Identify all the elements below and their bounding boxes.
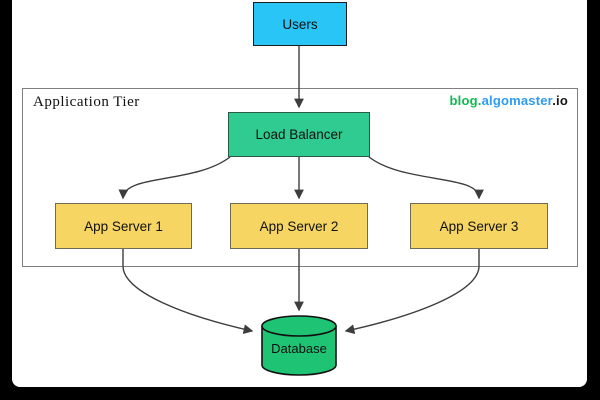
node-app-server-1-label: App Server 1	[84, 218, 163, 234]
arrow-app-server-3-to-database	[344, 249, 480, 335]
database-cylinder	[261, 315, 337, 376]
arrow-app-server-1-to-database	[122, 249, 254, 334]
node-database-label: Database	[271, 341, 327, 356]
arrow-load-balancer-to-app-server-3	[368, 156, 484, 200]
watermark: blog.algomaster.io	[418, 93, 568, 108]
node-app-server-1: App Server 1	[55, 203, 192, 249]
watermark-blog: blog.	[449, 93, 482, 108]
node-load-balancer-label: Load Balancer	[255, 127, 343, 142]
node-users: Users	[253, 2, 347, 46]
watermark-io: .io	[552, 93, 568, 108]
database-cylinder-top	[261, 315, 337, 337]
arrow-load-balancer-to-app-server-1	[118, 156, 231, 200]
database-cylinder-body	[261, 326, 337, 376]
node-users-label: Users	[282, 16, 318, 32]
node-app-server-2-label: App Server 2	[259, 218, 339, 234]
node-app-server-2: App Server 2	[230, 203, 368, 249]
application-tier-container	[22, 88, 578, 267]
application-tier-label: Application Tier	[33, 94, 140, 110]
node-app-server-3: App Server 3	[410, 203, 548, 249]
watermark-algomaster: algomaster	[481, 93, 553, 108]
node-app-server-3-label: App Server 3	[439, 218, 519, 234]
node-load-balancer: Load Balancer	[228, 112, 370, 157]
